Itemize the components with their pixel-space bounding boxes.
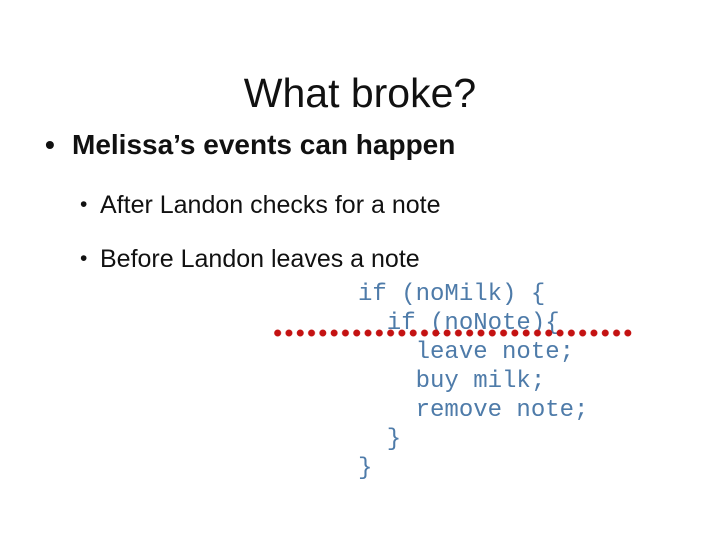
code-line: buy milk; — [358, 368, 546, 395]
bullet-text-sub-2: Before Landon leaves a note — [100, 245, 420, 273]
code-line: if (noMilk) { — [358, 281, 546, 308]
bullet-marker: • — [80, 247, 88, 270]
bullet-text-sub-1: After Landon checks for a note — [100, 191, 441, 219]
red-dotted-line — [272, 328, 632, 338]
code-line: } — [358, 426, 402, 453]
bullet-marker: • — [80, 193, 88, 216]
slide-title: What broke? — [243, 70, 477, 117]
code-line: remove note; — [358, 397, 589, 424]
code-block: if (noMilk) { if (noNote){ leave note; b… — [358, 280, 588, 483]
bullet-marker: • — [45, 129, 55, 160]
code-line: } — [358, 455, 373, 482]
code-line: leave note; — [358, 339, 575, 366]
bullet-text-main: Melissa’s events can happen — [72, 129, 456, 160]
